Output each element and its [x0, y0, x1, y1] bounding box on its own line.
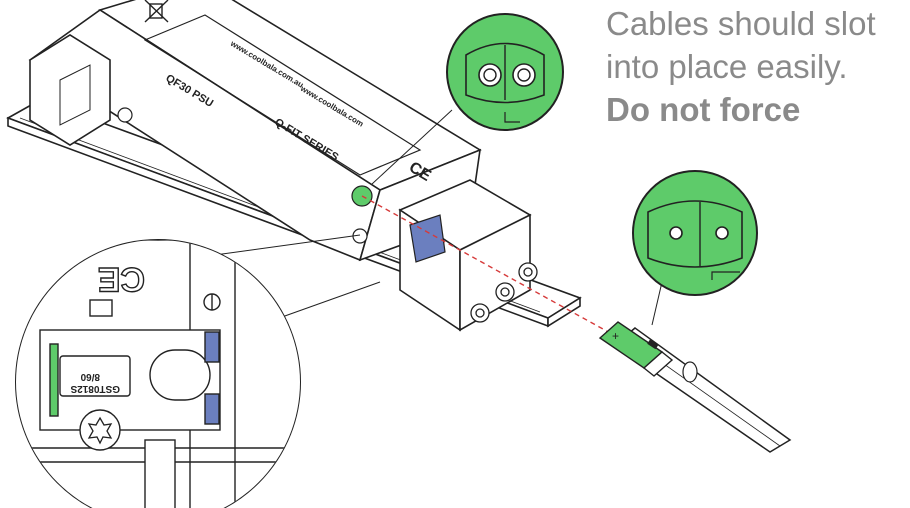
rating-label: 8/60 [80, 371, 100, 382]
part-code-label: GST0812S [70, 383, 120, 394]
caption-line-1: Cables should slot [606, 5, 876, 42]
terminal-screws [470, 262, 538, 323]
recycle-bin-icon [144, 0, 169, 23]
instruction-caption: Cables should slot into place easily. Do… [606, 2, 906, 131]
port-zoom-circle [446, 13, 564, 131]
cable-plug: + [598, 321, 792, 453]
caption-warning: Do not force [606, 91, 801, 128]
insertion-guide-line [361, 195, 613, 335]
polarity-mark: + [612, 329, 619, 343]
latch-detail-circle: GST0812S 8/60 CE [15, 239, 301, 508]
plug-zoom-circle [632, 170, 758, 296]
ce-mark-icon: CE [98, 260, 145, 298]
torx-screw-icon [87, 416, 113, 445]
screw-icon [117, 107, 368, 244]
caption-line-2: into place easily. [606, 48, 848, 85]
